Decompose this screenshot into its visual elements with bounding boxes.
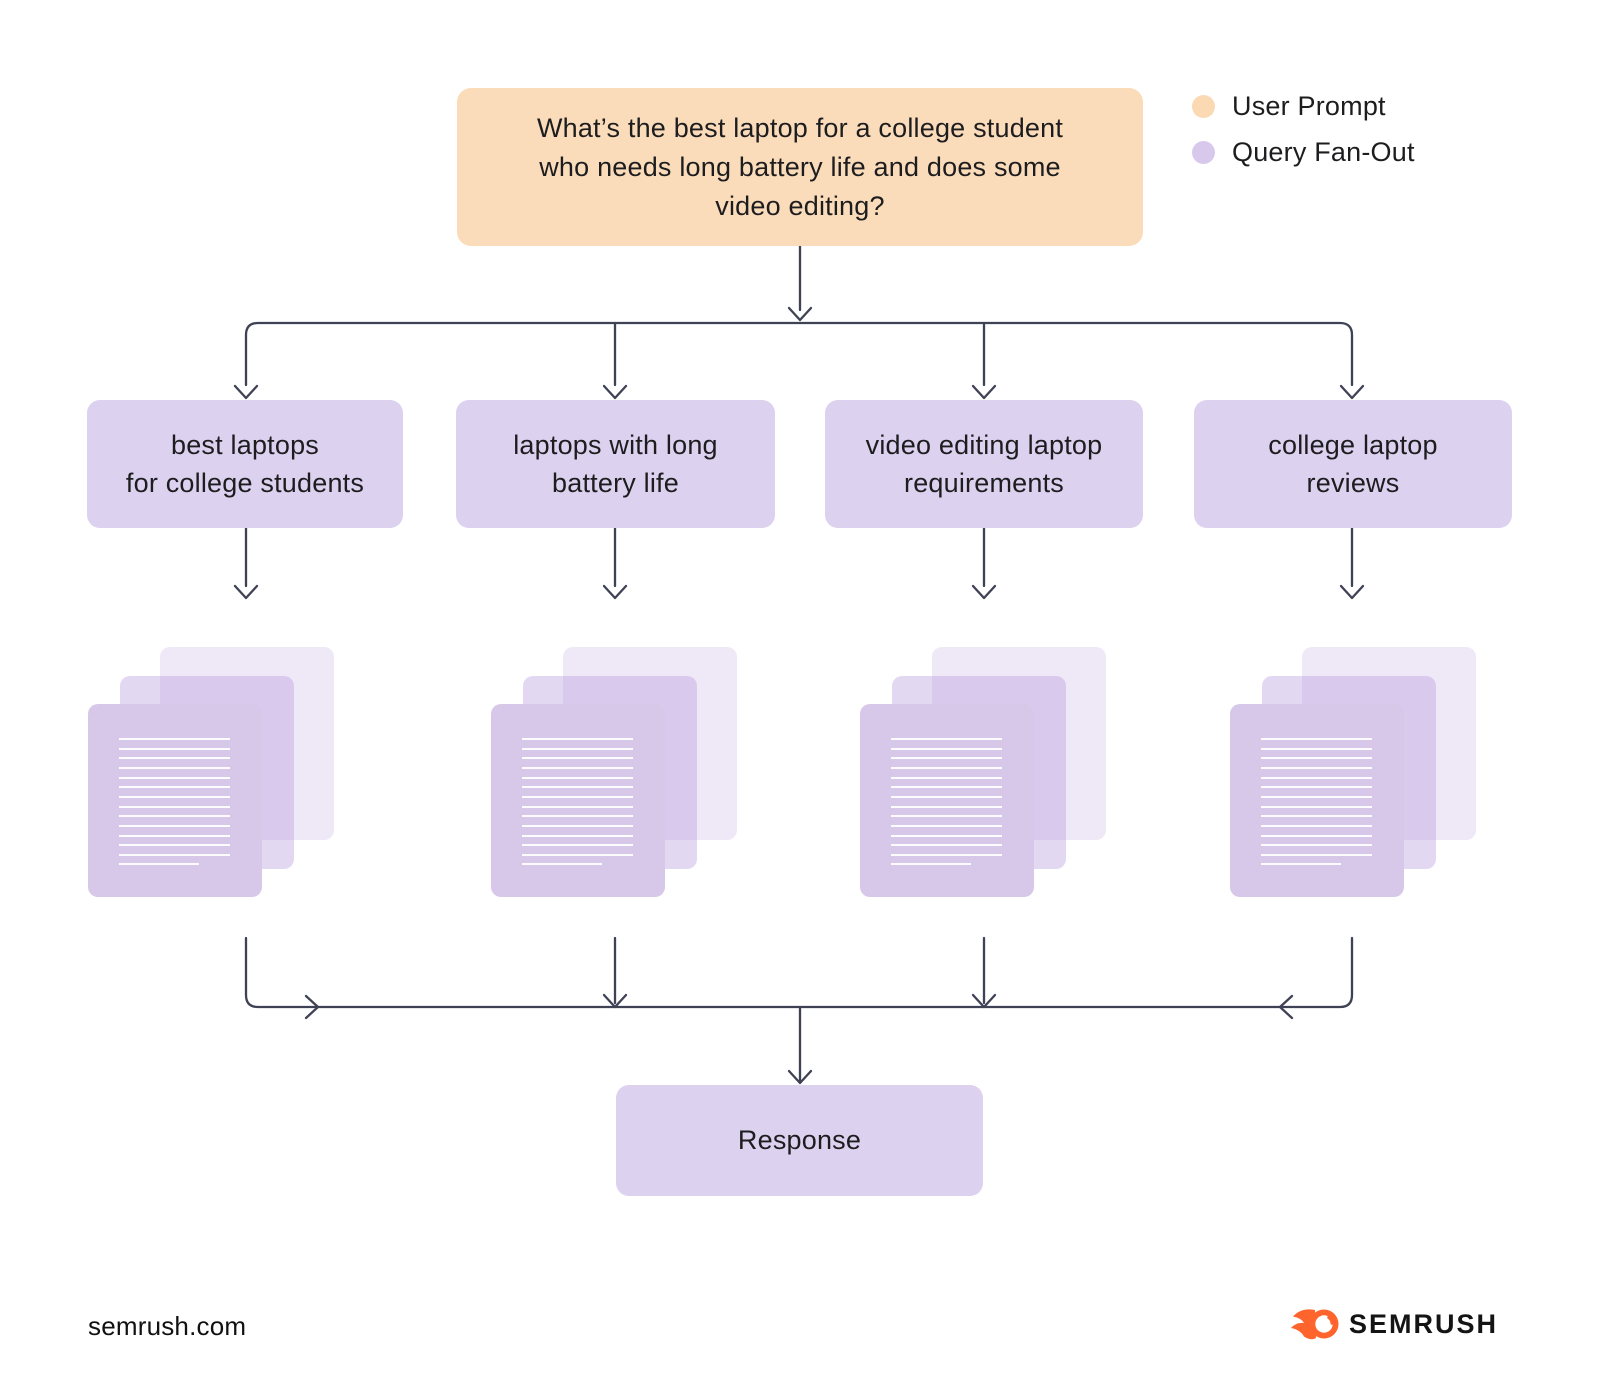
arrowhead-down-icon xyxy=(971,993,997,1009)
query-label-line: laptops with long xyxy=(513,430,718,460)
documents-stack xyxy=(860,647,1107,897)
document-text-lines xyxy=(491,704,665,897)
semrush-wordmark: SEMRUSH xyxy=(1349,1308,1499,1339)
query-label-line: best laptops xyxy=(171,430,319,460)
query-box-college-reviews: college laptop reviews xyxy=(1194,400,1512,528)
arrowhead-down-icon xyxy=(787,1069,813,1085)
documents-stack xyxy=(491,647,738,897)
arrowhead-down-icon xyxy=(1339,384,1365,400)
arrowhead-down-icon xyxy=(1339,584,1365,600)
document-icon xyxy=(491,704,665,897)
arrowhead-down-icon xyxy=(233,384,259,400)
arrowhead-down-icon xyxy=(602,384,628,400)
query-box-best-laptops: best laptops for college students xyxy=(87,400,403,528)
user-prompt-line: who needs long battery life and does som… xyxy=(539,151,1061,182)
arrowhead-down-icon xyxy=(602,584,628,600)
document-text-lines xyxy=(860,704,1034,897)
arrowhead-down-icon xyxy=(971,584,997,600)
user-prompt-dot-icon xyxy=(1192,94,1215,118)
user-prompt-line: What’s the best laptop for a college stu… xyxy=(536,112,1064,143)
legend-item-user-prompt: User Prompt xyxy=(1192,90,1415,122)
legend-label: User Prompt xyxy=(1232,90,1386,121)
user-prompt-line: video editing? xyxy=(715,190,885,221)
query-label-line: college laptop xyxy=(1268,430,1438,460)
legend-label: Query Fan-Out xyxy=(1232,136,1415,167)
query-box-battery-life: laptops with long battery life xyxy=(456,400,775,528)
query-label-line: for college students xyxy=(125,468,365,498)
query-label-line: battery life xyxy=(552,468,679,498)
documents-stack xyxy=(1230,647,1477,897)
legend: User Prompt Query Fan-Out xyxy=(1192,90,1415,168)
response-box: Response xyxy=(616,1085,983,1196)
user-prompt-box: What’s the best laptop for a college stu… xyxy=(457,88,1143,246)
legend-item-query-fanout: Query Fan-Out xyxy=(1192,136,1415,168)
document-icon xyxy=(860,704,1034,897)
arrowhead-down-icon xyxy=(233,584,259,600)
arrowhead-left-icon xyxy=(1278,994,1294,1020)
response-label: Response xyxy=(737,1125,862,1155)
arrow-line xyxy=(244,936,1354,1009)
arrow-line xyxy=(244,321,802,387)
arrowhead-down-icon xyxy=(602,993,628,1009)
document-icon xyxy=(1230,704,1404,897)
documents-stack xyxy=(88,647,335,897)
query-box-video-editing: video editing laptop requirements xyxy=(825,400,1143,528)
query-label-line: requirements xyxy=(904,468,1064,498)
arrow-line xyxy=(798,321,1354,387)
semrush-flame-icon xyxy=(1291,1309,1339,1340)
arrowhead-right-icon xyxy=(304,994,320,1020)
footer-site-text: semrush.com xyxy=(88,1311,247,1341)
arrowhead-down-icon xyxy=(971,384,997,400)
document-text-lines xyxy=(88,704,262,897)
semrush-logo: SEMRUSH xyxy=(1290,1308,1498,1340)
document-text-lines xyxy=(1230,704,1404,897)
query-label-line: reviews xyxy=(1306,468,1400,498)
query-label-line: video editing laptop xyxy=(865,430,1103,460)
arrowhead-down-icon xyxy=(787,306,813,322)
query-fanout-dot-icon xyxy=(1192,140,1215,164)
document-icon xyxy=(88,704,262,897)
